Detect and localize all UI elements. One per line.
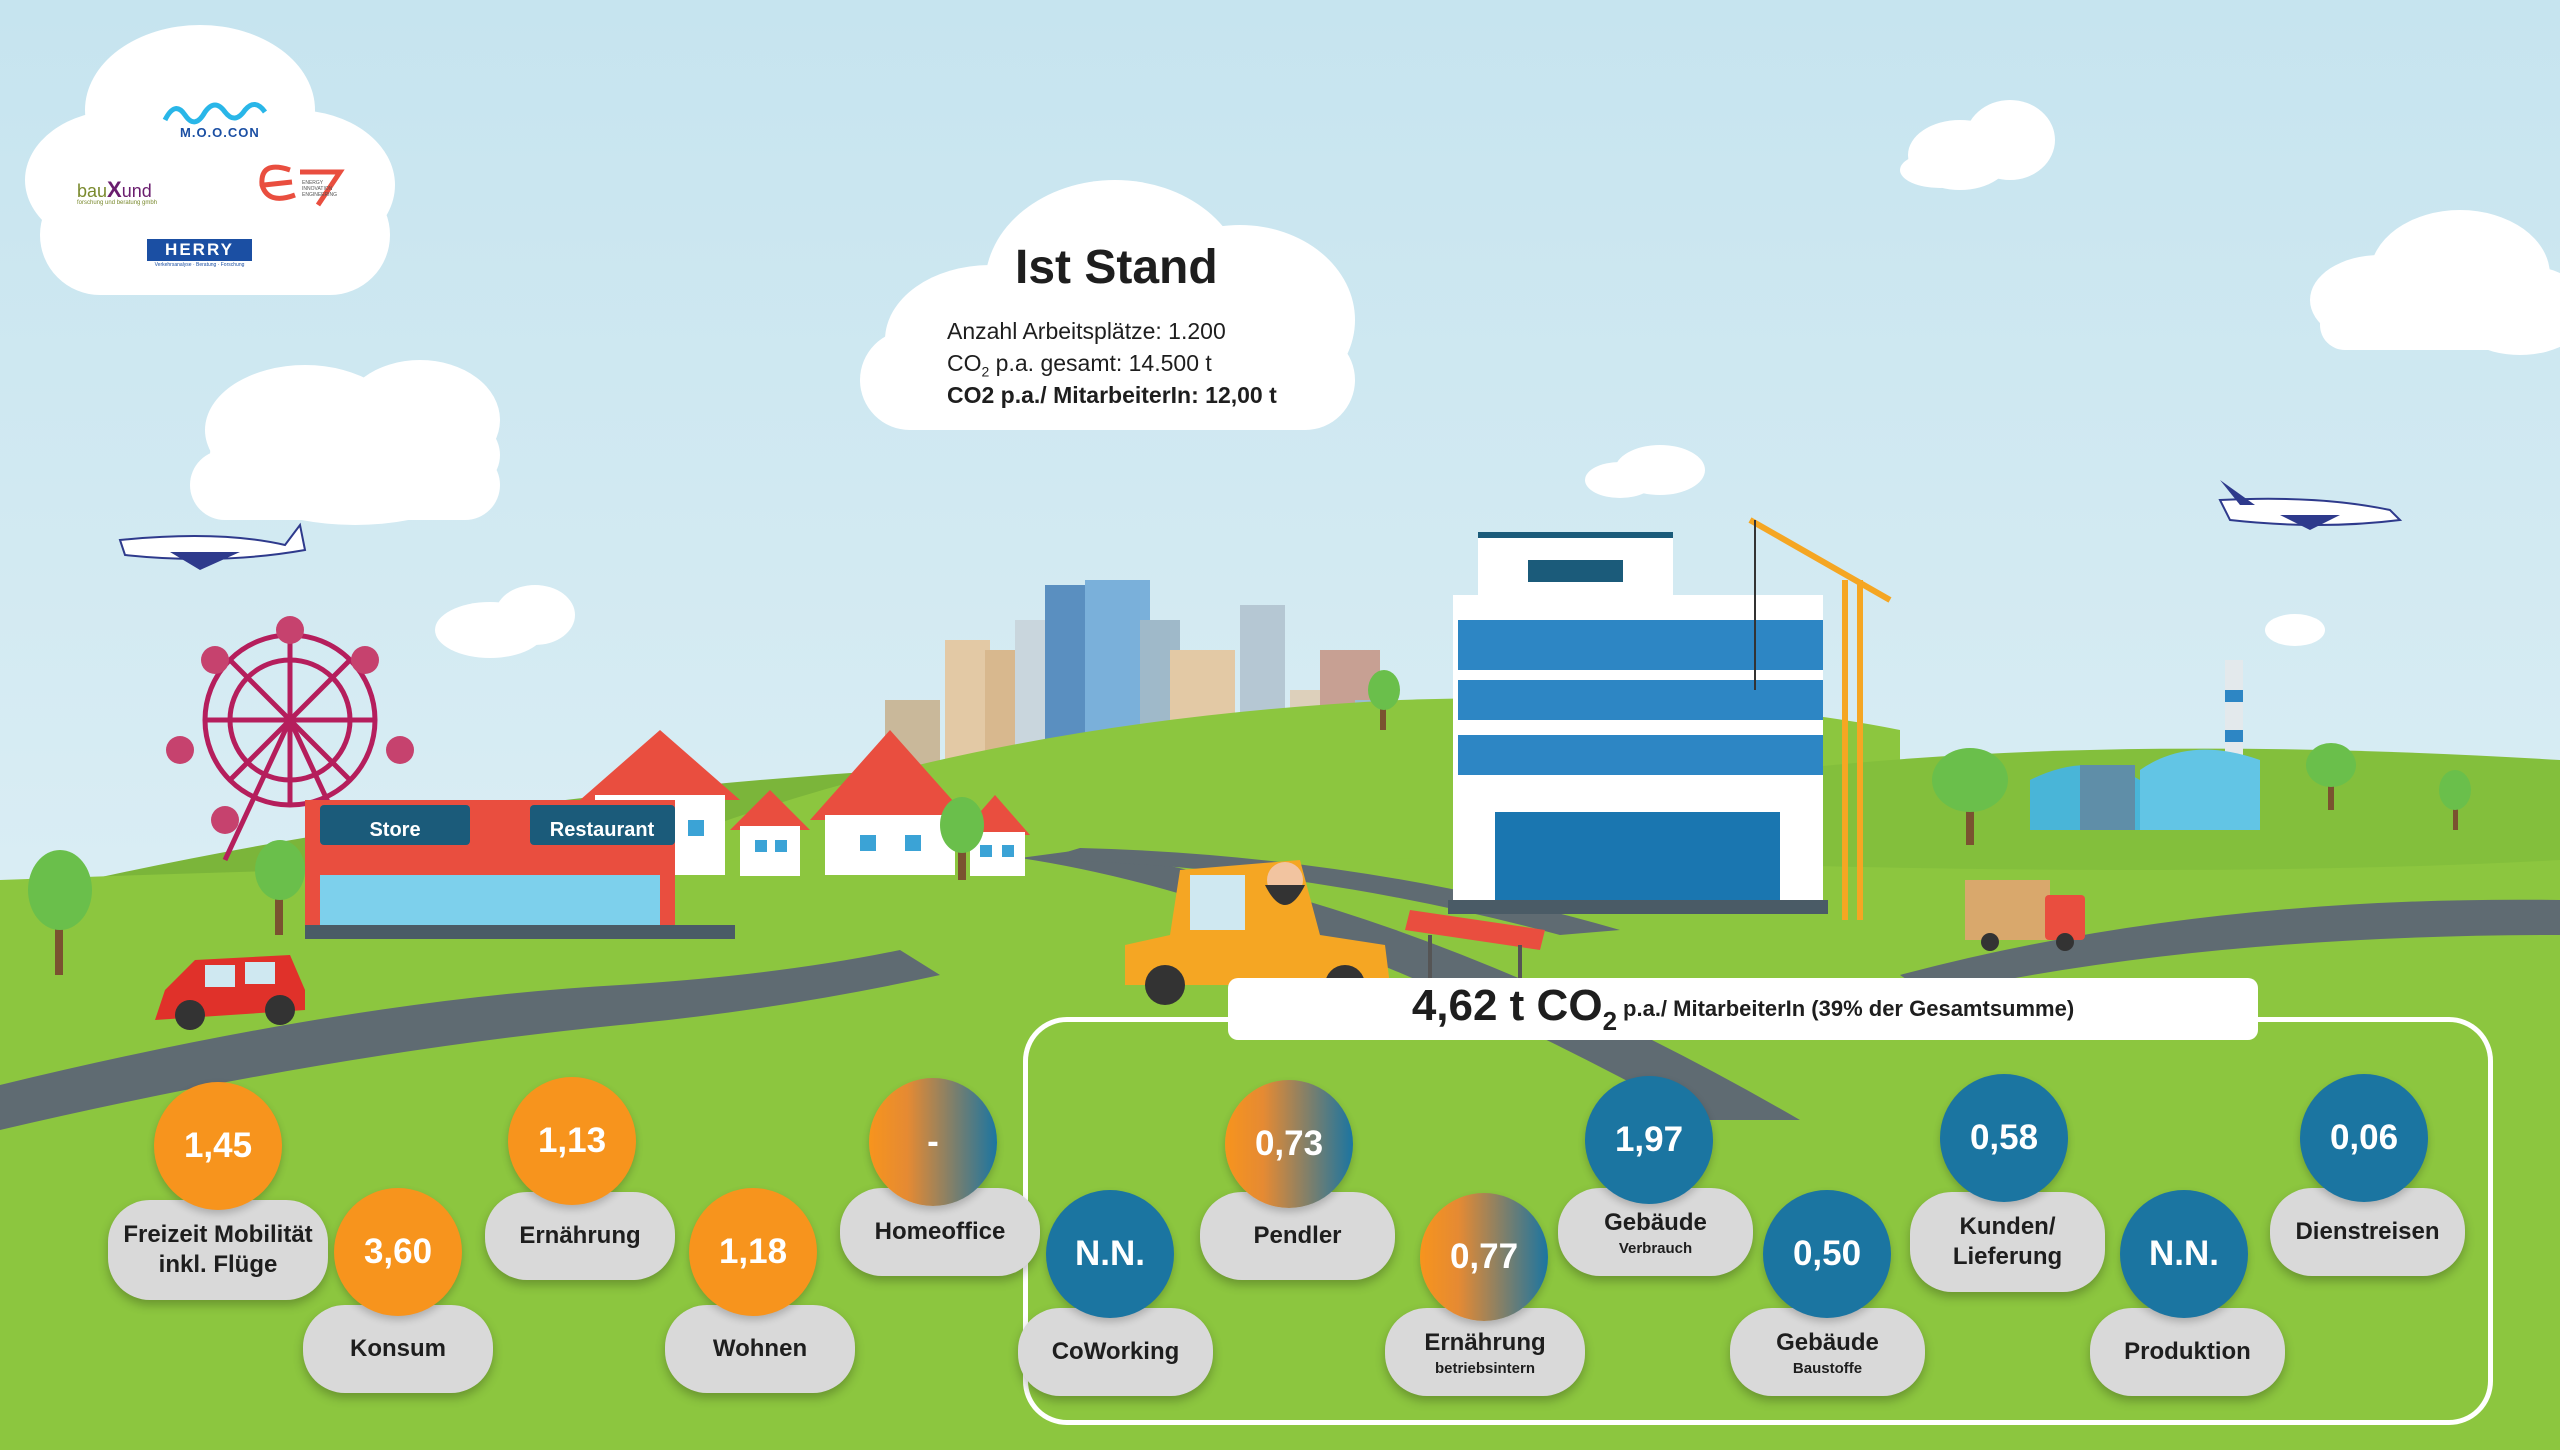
value-circle-gebaeude-verbrauch: 1,97 <box>1585 1076 1713 1204</box>
value-circle-ernaehrung-betriebsintern: 0,77 <box>1420 1193 1548 1321</box>
value-circle-produktion: N.N. <box>2120 1190 2248 1318</box>
store-building: Store Restaurant <box>305 800 735 939</box>
category-pill-kunden-lieferung[interactable]: Kunden/ Lieferung <box>1910 1192 2105 1292</box>
co2-per-employee-line: CO2 p.a./ MitarbeiterIn: 12,00 t <box>947 382 1277 408</box>
office-building <box>1448 532 1828 914</box>
category-pill-gebaeude-baustoffe[interactable]: Gebäude Baustoffe <box>1730 1308 1925 1396</box>
co2-total-line: CO2 p.a. gesamt: 14.500 t <box>947 350 1212 380</box>
category-pill-ernaehrung[interactable]: Ernährung <box>485 1192 675 1280</box>
category-pill-produktion[interactable]: Produktion <box>2090 1308 2285 1396</box>
value-circle-ernaehrung: 1,13 <box>508 1077 636 1205</box>
value-circle-dienstreisen: 0,06 <box>2300 1074 2428 1202</box>
category-pill-gebaeude-verbrauch[interactable]: Gebäude Verbrauch <box>1558 1188 1753 1276</box>
bauxund-tagline: forschung und beratung gmbh <box>77 200 158 206</box>
airplane-icon <box>2218 480 2403 530</box>
store-sign: Store <box>369 819 420 841</box>
category-pill-coworking[interactable]: CoWorking <box>1018 1308 1213 1396</box>
value-circle-kunden-lieferung: 0,58 <box>1940 1074 2068 1202</box>
moocon-logo-icon <box>162 102 268 125</box>
herry-logo-box <box>147 239 252 261</box>
company-co2-banner: 4,62 t CO2 p.a./ MitarbeiterIn (39% der … <box>1228 978 2258 1040</box>
restaurant-sign: Restaurant <box>550 819 655 841</box>
banner-description: p.a./ MitarbeiterIn (39% der Gesamtsumme… <box>1623 996 2075 1021</box>
red-car-icon <box>155 955 305 1030</box>
status-title: Ist Stand <box>1015 241 1218 294</box>
factory <box>2030 614 2325 830</box>
cloud-icon <box>190 100 2560 658</box>
bauxund-logo: bauXund <box>77 177 152 202</box>
value-circle-coworking: N.N. <box>1046 1190 1174 1318</box>
tree-icon <box>28 670 2471 975</box>
e7-logo-icon <box>259 164 345 207</box>
truck-icon <box>1965 880 2085 951</box>
banner-value: 4,62 t CO2 <box>1411 981 1618 1036</box>
e7-logo-text: ENERGY INNOVATION ENGINEERING <box>302 180 338 198</box>
workplaces-line: Anzahl Arbeitsplätze: 1.200 <box>947 318 1226 344</box>
value-circle-gebaeude-baustoffe: 0,50 <box>1763 1190 1891 1318</box>
moocon-logo-text: M.O.O.CON <box>180 125 260 140</box>
category-pill-freizeit-mobilitaet[interactable]: Freizeit Mobilität inkl. Flüge <box>108 1200 328 1300</box>
value-circle-konsum: 3,60 <box>334 1188 462 1316</box>
value-circle-wohnen: 1,18 <box>689 1188 817 1316</box>
category-pill-dienstreisen[interactable]: Dienstreisen <box>2270 1188 2465 1276</box>
airplane-icon <box>118 522 307 570</box>
herry-logo-text: HERRY <box>165 240 234 259</box>
category-pill-wohnen[interactable]: Wohnen <box>665 1305 855 1393</box>
crane <box>1748 517 1892 920</box>
category-pill-ernaehrung-betriebsintern[interactable]: Ernährung betriebsintern <box>1385 1308 1585 1396</box>
value-circle-homeoffice: - <box>869 1078 997 1206</box>
category-pill-konsum[interactable]: Konsum <box>303 1305 493 1393</box>
value-circle-freizeit-mobilitaet: 1,45 <box>154 1082 282 1210</box>
value-circle-pendler: 0,73 <box>1225 1080 1353 1208</box>
herry-tagline: Verkehrsanalyse · Beratung · Forschung <box>154 262 245 268</box>
